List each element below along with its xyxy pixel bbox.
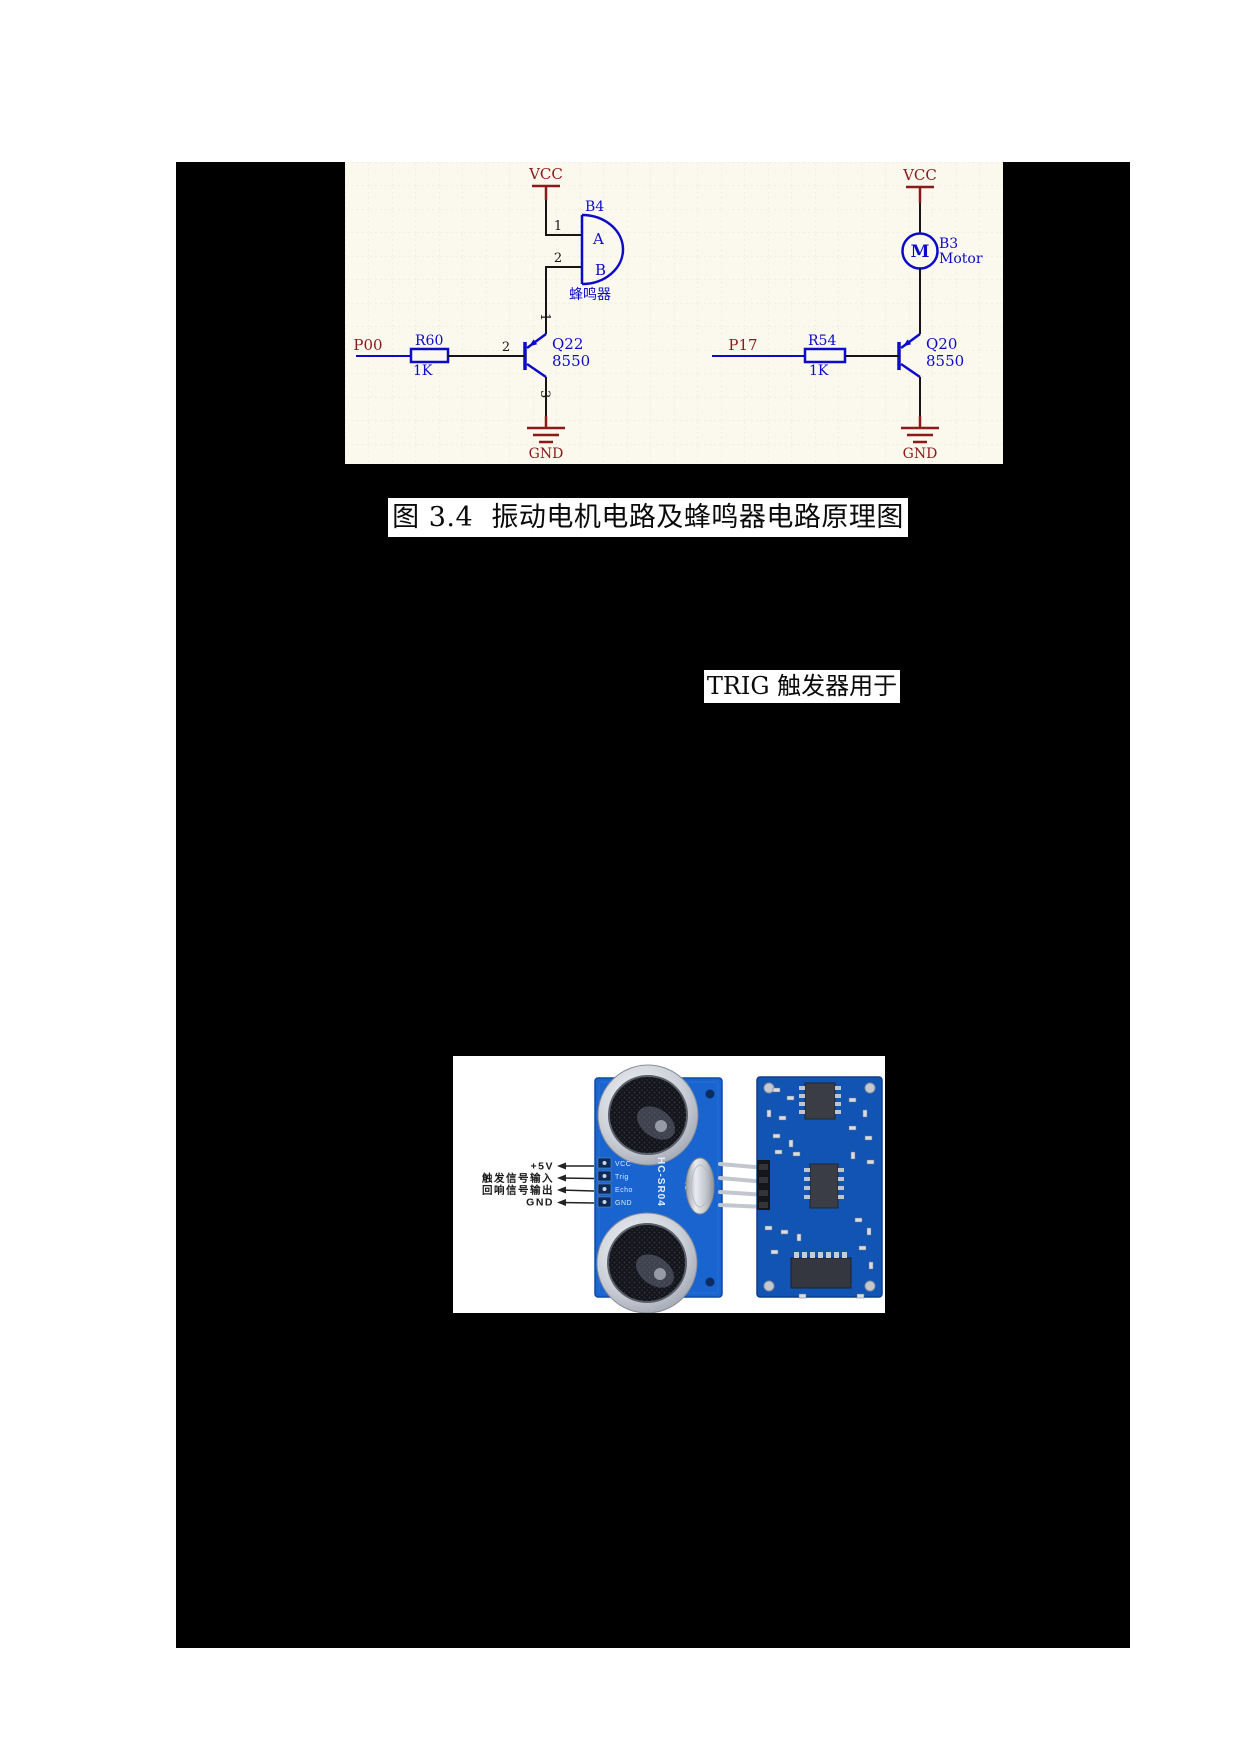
resistor-value: 1K [809, 363, 829, 379]
resistor-designator: R60 [415, 333, 443, 349]
front-board-pins: VCC Trig Echo GND [597, 1157, 633, 1208]
buzzer-pin-b: B [595, 261, 606, 279]
gnd-label: GND [529, 446, 564, 462]
resistor-r60 [409, 347, 450, 364]
mounting-hole [763, 1280, 775, 1292]
board-pin-trig: Trig [615, 1174, 629, 1181]
vcc-label: VCC [902, 166, 937, 184]
motor-name: Motor [939, 251, 983, 267]
figure-schematic: VCC 1 2 B4 A B 蜂鸣器 1 [345, 162, 1003, 464]
mounting-hole [705, 1277, 715, 1287]
buzzer-symbol-arc [581, 213, 625, 286]
motor-designator: B3 [939, 236, 958, 252]
buzzer-designator: B4 [585, 199, 604, 215]
board-pin-gnd: GND [615, 1200, 632, 1207]
transistor-designator: Q20 [926, 335, 957, 353]
front-board: VCC Trig Echo GND HC-SR04 T1 [594, 1064, 723, 1314]
transistor-collector [526, 362, 547, 379]
vcc-label: VCC [528, 165, 563, 183]
sensor-photo-svg: VCC Trig Echo GND HC-SR04 T1 [453, 1056, 885, 1314]
ic-top [799, 1082, 841, 1120]
transducer-bottom [596, 1212, 698, 1314]
transistor-designator: Q22 [552, 335, 583, 353]
board-pin-echo: Echo [615, 1187, 633, 1194]
mounting-hole [705, 1089, 715, 1099]
transistor-base-pin-number: 2 [502, 340, 510, 355]
motor-symbol-letter: M [911, 242, 930, 262]
buzzer-circuit: VCC 1 2 B4 A B 蜂鸣器 1 [353, 165, 625, 462]
pin-annotation-gnd: GND [526, 1197, 554, 1209]
transistor-model: 8550 [552, 352, 590, 370]
resistor-value: 1K [413, 363, 433, 379]
buzzer-pin1-number: 1 [554, 219, 562, 234]
sensor-photo: VCC Trig Echo GND HC-SR04 T1 [453, 1056, 885, 1314]
buzzer-name-cjk: 蜂鸣器 [569, 286, 611, 303]
buzzer-pin-a: A [592, 230, 604, 248]
transistor-arrow [903, 339, 912, 347]
pin-annotations: +5V 触发信号输入 回响信号输出 GND [481, 1161, 595, 1209]
transducer-top [597, 1064, 699, 1166]
ic-middle [804, 1163, 844, 1209]
module-name-silkscreen: HC-SR04 [655, 1157, 666, 1207]
transistor-collector-pin-number: 1 [537, 313, 552, 321]
pin-annotation-5v: +5V [531, 1161, 554, 1173]
ic-bottom [790, 1252, 852, 1289]
net-label-p00: P00 [353, 336, 382, 354]
transistor-arrow [529, 339, 538, 347]
motor-circuit: VCC M B3 Motor Q20 8550 P17 [712, 166, 983, 462]
crystal-can [685, 1157, 715, 1215]
transistor-model: 8550 [926, 352, 964, 370]
pin-annotation-trigger: 触发信号输入 [481, 1172, 554, 1185]
pin-header-body [757, 1160, 770, 1210]
transistor-emitter-pin-number: 3 [537, 390, 552, 398]
schematic-grid [345, 162, 1003, 464]
net-label-p17: P17 [728, 336, 757, 354]
buzzer-pin2-number: 2 [554, 251, 562, 266]
board-pin-vcc: VCC [615, 1161, 631, 1168]
annotation-arrowheads [557, 1162, 566, 1206]
transistor-collector [900, 362, 921, 379]
mounting-hole [864, 1280, 876, 1292]
body-text-fragment: TRIG 触发器用于 [704, 670, 900, 703]
resistor-r54 [803, 347, 847, 364]
passive-components [764, 1087, 875, 1299]
mounting-hole [864, 1082, 876, 1094]
circuit-schematic-svg: VCC 1 2 B4 A B 蜂鸣器 1 [345, 162, 1003, 464]
pin-annotation-echo: 回响信号输出 [482, 1184, 554, 1197]
mounting-hole [763, 1082, 775, 1094]
gnd-label: GND [903, 446, 938, 462]
resistor-designator: R54 [808, 333, 836, 349]
crystal-can-ring [691, 1164, 709, 1208]
back-board [756, 1076, 883, 1299]
figure-caption: 图 3.4 振动电机电路及蜂鸣器电路原理图 [388, 498, 908, 537]
